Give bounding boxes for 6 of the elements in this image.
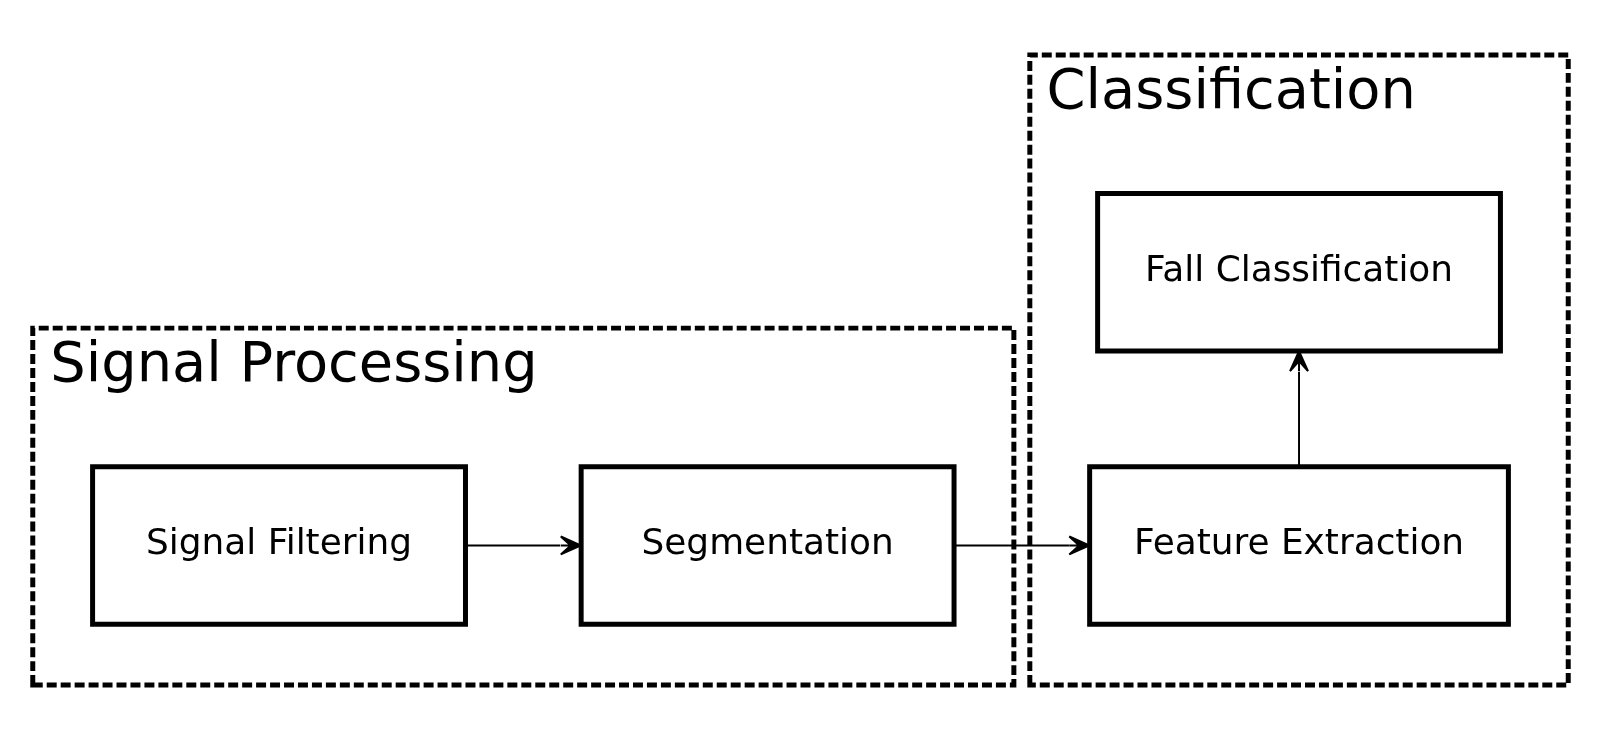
arrow: [953, 535, 1091, 556]
arrow: [1289, 350, 1309, 468]
node-box: Feature Extraction: [1087, 464, 1511, 627]
node-box: Fall Classification: [1095, 191, 1503, 354]
node-box: Signal Filtering: [90, 464, 468, 627]
node-box: Segmentation: [578, 464, 957, 627]
